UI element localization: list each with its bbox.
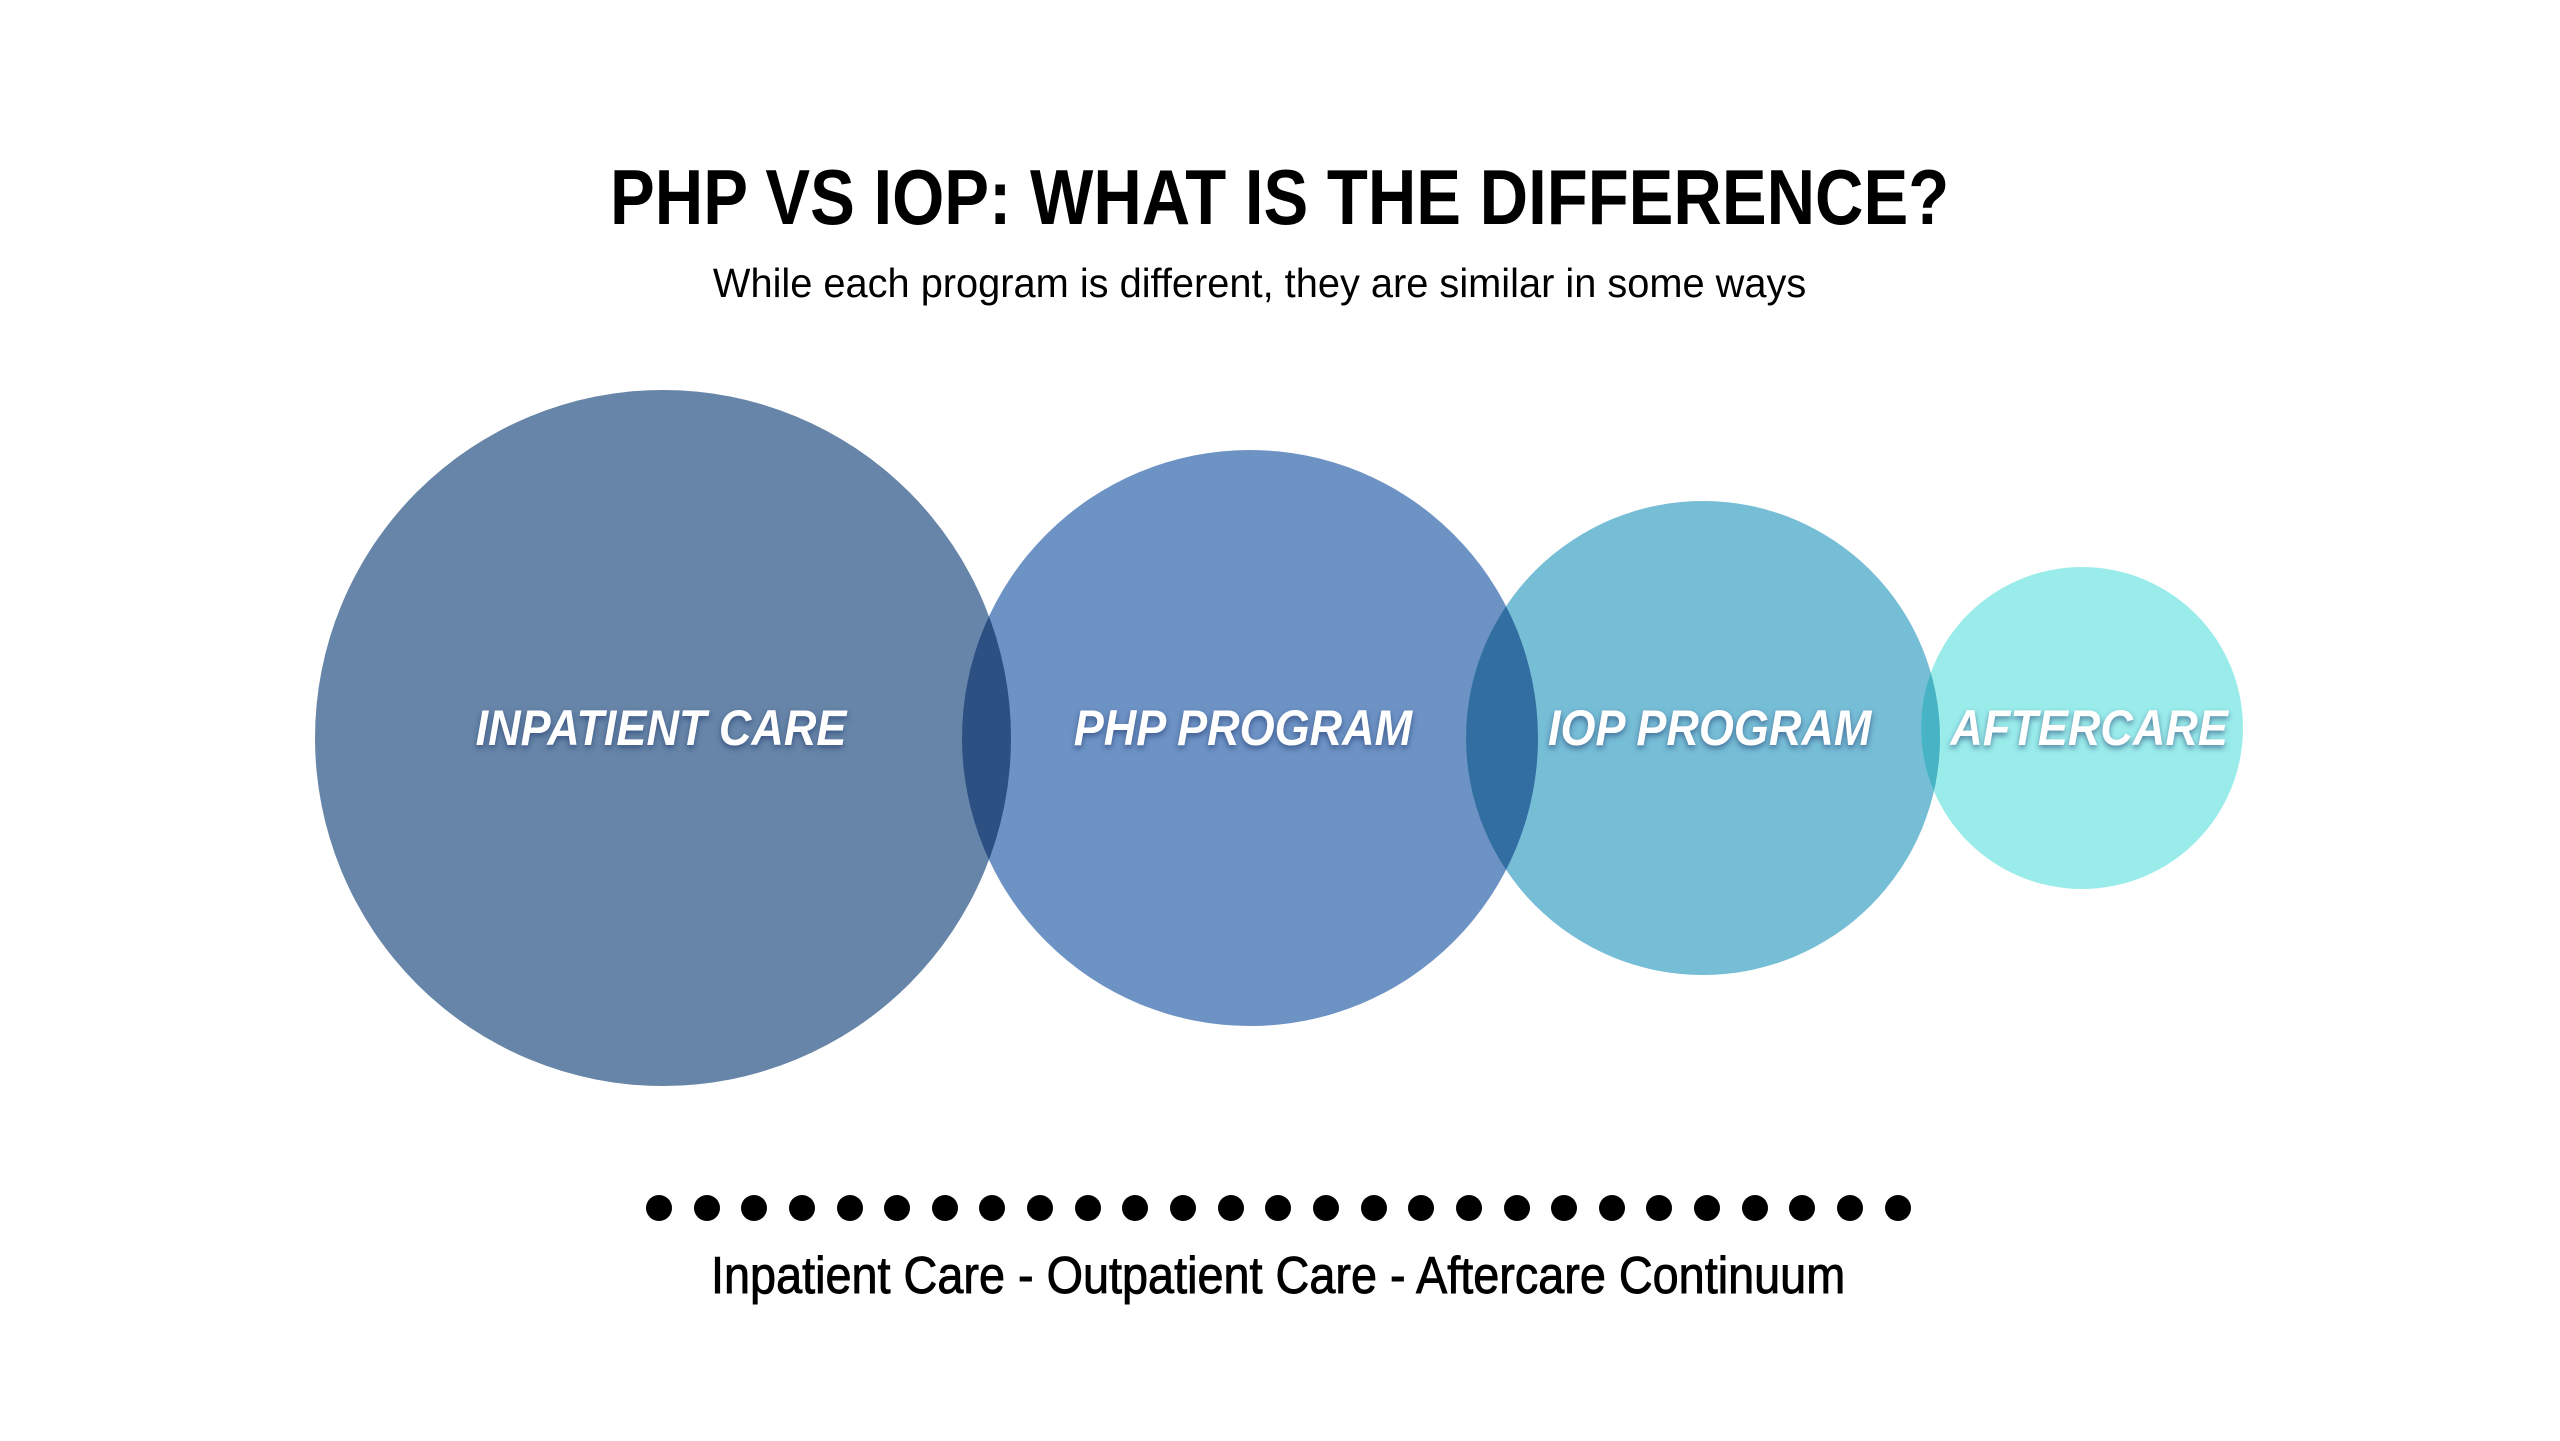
continuum-dot [788,1195,815,1221]
continuum-dot [1837,1195,1864,1221]
continuum-dot [1503,1195,1530,1221]
continuum-dot [1265,1195,1292,1221]
aftercare-circle [1921,567,2243,889]
continuum-dot [1646,1195,1673,1221]
continuum-dot [693,1195,720,1221]
continuum-dot [1694,1195,1721,1221]
continuum-dot [1170,1195,1197,1221]
aftercare-label: AFTERCARE [1789,698,2389,758]
page-title-text: PHP VS IOP: WHAT IS THE DIFFERENCE? [610,153,1950,241]
continuum-dot-divider [646,1195,1911,1221]
continuum-dot [1455,1195,1482,1221]
page-title: PHP VS IOP: WHAT IS THE DIFFERENCE? [0,152,2560,242]
page-subtitle: While each program is different, they ar… [0,258,2520,308]
page-subtitle-text: While each program is different, they ar… [713,260,1807,306]
aftercare-label-text: AFTERCARE [1950,700,2228,756]
continuum-dot [646,1195,672,1221]
inpatient-care-circle [315,390,1011,1086]
continuum-caption-text: Inpatient Care - Outpatient Care - After… [711,1247,1846,1306]
continuum-dot [931,1195,958,1221]
continuum-dot [1551,1195,1578,1221]
continuum-dot [979,1195,1006,1221]
php-program-label-text: PHP PROGRAM [1073,700,1413,756]
continuum-dot [1074,1195,1101,1221]
continuum-dot [1312,1195,1339,1221]
continuum-dot [1027,1195,1054,1221]
continuum-dot [1217,1195,1244,1221]
continuum-dot [1884,1195,1911,1221]
inpatient-care-label-text: INPATIENT CARE [475,700,847,756]
php-program-circle [962,450,1538,1026]
continuum-dot [1122,1195,1149,1221]
php-program-label: PHP PROGRAM [943,698,1543,758]
iop-program-label: IOP PROGRAM [1410,698,2010,758]
continuum-dot [1741,1195,1768,1221]
continuum-dot [884,1195,911,1221]
continuum-dot [741,1195,768,1221]
continuum-dot [1360,1195,1387,1221]
continuum-dot [1408,1195,1435,1221]
inpatient-care-label: INPATIENT CARE [361,698,961,758]
continuum-dot [1598,1195,1625,1221]
continuum-dot [1789,1195,1816,1221]
continuum-dot [836,1195,863,1221]
iop-program-label-text: IOP PROGRAM [1548,700,1872,756]
continuum-caption: Inpatient Care - Outpatient Care - After… [0,1246,2557,1306]
iop-program-circle [1466,501,1940,975]
